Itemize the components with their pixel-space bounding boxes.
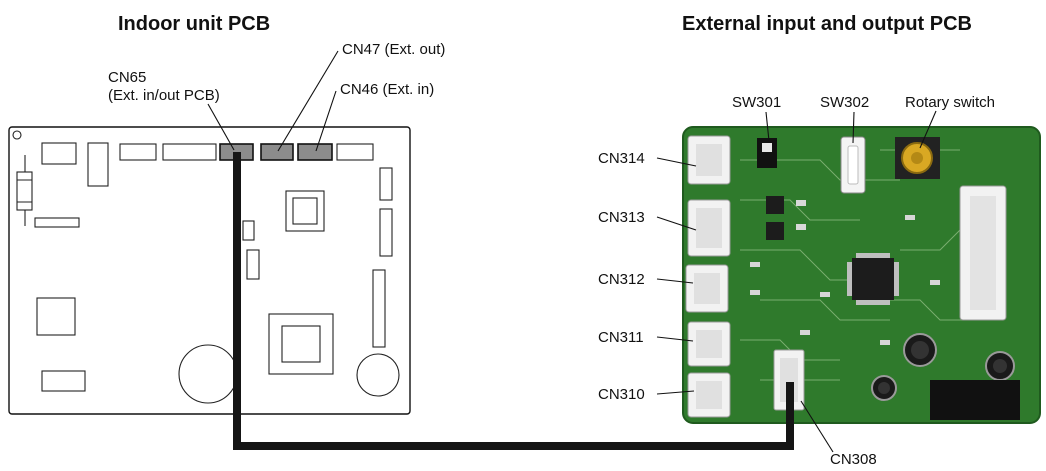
component-block xyxy=(379,167,393,201)
component-block xyxy=(246,249,260,280)
connection-cable xyxy=(233,152,794,450)
rotary-switch-label: Rotary switch xyxy=(905,94,995,111)
ic-inner xyxy=(281,325,321,363)
component-block xyxy=(41,370,86,392)
cn314-leader xyxy=(656,157,697,167)
cn47-leader xyxy=(277,50,339,152)
cn310-label: CN310 xyxy=(598,386,645,403)
component-block xyxy=(36,297,76,336)
sw301-leader xyxy=(765,111,770,142)
sw301-switch xyxy=(757,138,777,168)
relay-block xyxy=(930,380,1020,420)
component-block xyxy=(372,269,386,348)
component-block xyxy=(336,143,374,161)
cn65-sublabel: (Ext. in/out PCB) xyxy=(108,87,220,104)
cn46-connector xyxy=(297,143,333,161)
capacitor-medium xyxy=(356,353,400,397)
cn312-leader xyxy=(656,278,694,284)
indoor-title: Indoor unit PCB xyxy=(118,13,270,35)
main-ic xyxy=(852,258,894,300)
cn310-leader xyxy=(656,390,695,395)
cn312-label: CN312 xyxy=(598,271,645,288)
component-block xyxy=(379,208,393,257)
sw302-label: SW302 xyxy=(820,94,869,111)
cn46-leader xyxy=(315,90,337,152)
sw301-label: SW301 xyxy=(732,94,781,111)
cn65-label: CN65 xyxy=(108,69,146,86)
cn47-connector xyxy=(260,143,294,161)
small-ic xyxy=(766,196,784,214)
cn313-leader xyxy=(656,216,697,231)
rotary-leader xyxy=(919,110,937,149)
cn65-leader xyxy=(207,103,235,151)
cn46-label: CN46 (Ext. in) xyxy=(340,81,434,98)
external-title: External input and output PCB xyxy=(682,13,972,35)
cn308-leader xyxy=(800,400,834,453)
component-block xyxy=(87,142,109,187)
component-resistor xyxy=(16,171,33,211)
cn314-label: CN314 xyxy=(598,150,645,167)
component-block xyxy=(41,142,77,165)
cn308-label: CN308 xyxy=(830,451,877,466)
component-block xyxy=(119,143,157,161)
small-ic xyxy=(766,222,784,240)
component-block xyxy=(34,217,80,228)
sw302-leader xyxy=(852,111,855,144)
component-block xyxy=(162,143,217,161)
external-pcb xyxy=(682,126,1041,424)
capacitor-large xyxy=(178,344,238,404)
cn311-label: CN311 xyxy=(598,329,644,346)
cn47-label: CN47 (Ext. out) xyxy=(342,41,445,58)
component-block xyxy=(242,220,255,241)
cn313-label: CN313 xyxy=(598,209,645,226)
indoor-pcb xyxy=(8,126,411,415)
ic-inner xyxy=(292,197,318,225)
mounting-hole xyxy=(12,130,22,140)
cn311-leader xyxy=(656,336,694,342)
